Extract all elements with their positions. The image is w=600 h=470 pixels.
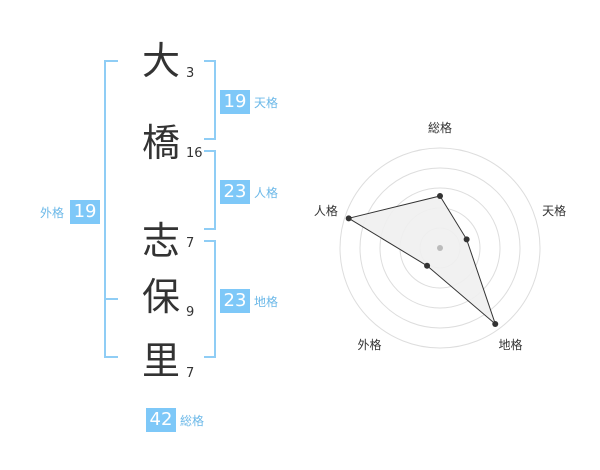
gaikaku-bracket-divider bbox=[104, 298, 118, 300]
radar-axis-label-3: 地格 bbox=[498, 337, 522, 352]
chikaku-value: 23 bbox=[220, 289, 250, 313]
name-char-1: 大 bbox=[141, 39, 180, 83]
radar-axis-label-5: 人格 bbox=[314, 203, 338, 218]
gaikaku-bracket bbox=[104, 60, 118, 358]
chikaku-badge: 23 地格 bbox=[220, 289, 278, 313]
radar-ring-3 bbox=[379, 187, 501, 309]
radar-point-4 bbox=[424, 262, 431, 269]
chikaku-label: 地格 bbox=[254, 294, 279, 309]
soukaku-badge: 42 総格 bbox=[146, 408, 204, 432]
tenkaku-label: 天格 bbox=[254, 95, 279, 110]
jinkaku-value: 23 bbox=[220, 180, 250, 204]
gaikaku-badge: 外格 19 bbox=[40, 200, 101, 224]
stroke-count-2: 16 bbox=[186, 146, 203, 161]
radar-point-1 bbox=[437, 193, 443, 199]
soukaku-label: 総格 bbox=[180, 413, 205, 428]
radar-point-3 bbox=[492, 321, 499, 328]
radar-point-2 bbox=[463, 236, 470, 243]
stroke-count-4: 9 bbox=[186, 305, 195, 320]
stroke-count-5: 7 bbox=[186, 366, 195, 381]
radar-center-dot bbox=[437, 245, 443, 251]
jinkaku-badge: 23 人格 bbox=[220, 180, 278, 204]
name-char-3: 志 bbox=[141, 219, 180, 263]
chikaku-bracket bbox=[204, 240, 216, 358]
gaikaku-value: 19 bbox=[70, 200, 101, 224]
radar-points bbox=[345, 193, 499, 328]
radar-series-area bbox=[347, 195, 497, 326]
name-char-5: 里 bbox=[141, 339, 180, 383]
stroke-count-1: 3 bbox=[186, 66, 195, 81]
radar-axis-label-2: 天格 bbox=[542, 203, 566, 218]
radar-ring-5 bbox=[339, 147, 541, 349]
radar-axis-label-1: 総格 bbox=[428, 120, 452, 135]
soukaku-value: 42 bbox=[146, 408, 176, 432]
radar-axis-label-4: 外格 bbox=[357, 337, 381, 352]
jinkaku-label: 人格 bbox=[254, 185, 279, 200]
name-char-2: 橋 bbox=[141, 121, 180, 165]
tenkaku-value: 19 bbox=[220, 90, 250, 114]
jinkaku-bracket bbox=[204, 150, 216, 230]
radar-point-5 bbox=[345, 215, 352, 222]
name-char-4: 保 bbox=[141, 275, 180, 319]
gaikaku-label: 外格 bbox=[40, 205, 65, 220]
stroke-count-3: 7 bbox=[186, 236, 195, 251]
tenkaku-badge: 19 天格 bbox=[220, 90, 278, 114]
radar-ring-4 bbox=[359, 167, 521, 329]
tenkaku-bracket bbox=[204, 60, 216, 140]
